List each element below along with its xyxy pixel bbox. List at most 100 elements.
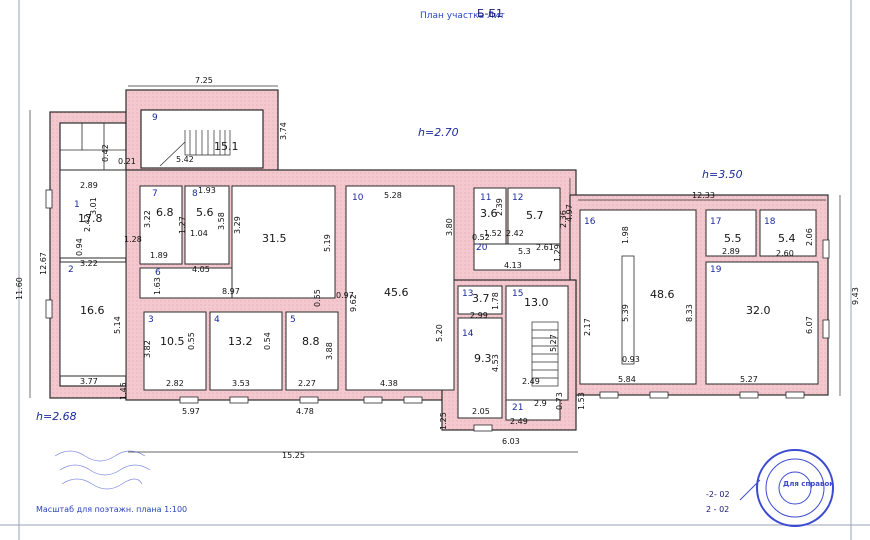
dim: 5.3 — [518, 247, 531, 256]
dim: 4.78 — [296, 407, 314, 416]
room-10-void — [345, 185, 455, 391]
dim: 5.14 — [113, 316, 122, 334]
dim: 2.06 — [805, 228, 814, 246]
dim: 4.13 — [504, 261, 522, 270]
room-18-void — [759, 209, 817, 257]
dim: 5.28 — [384, 191, 402, 200]
room-number-8: 8 — [192, 189, 198, 199]
dim: 2.49 — [522, 377, 540, 386]
dim: 1.28 — [124, 235, 142, 244]
dim: 5.27 — [549, 334, 558, 352]
room-number-14: 14 — [462, 329, 474, 339]
dim: 0.97 — [336, 291, 354, 300]
dim: 1.89 — [150, 251, 168, 260]
room-19-void — [705, 261, 819, 385]
dim: 0.42 — [101, 144, 110, 162]
room-number-15: 15 — [512, 289, 523, 299]
dim: 5.20 — [435, 324, 444, 342]
dim-right-block: 12.33 — [692, 191, 715, 200]
room-number-9: 9 — [152, 113, 158, 123]
dim: 5.84 — [618, 375, 636, 384]
scale-note: Масштаб для поэтажн. плана 1:100 — [36, 505, 187, 514]
room-area-1: 17.8 — [78, 212, 103, 225]
room-area-16: 48.6 — [650, 288, 675, 301]
dim: 2.27 — [298, 379, 316, 388]
dim: 0.94 — [75, 238, 84, 256]
dim: 0.73 — [555, 392, 564, 410]
dim: 1.29 — [553, 244, 562, 262]
room-number-10: 10 — [352, 193, 364, 203]
signature-mark — [739, 479, 761, 501]
dim-right-height: 9.43 — [851, 287, 860, 305]
room-5-void — [285, 311, 339, 391]
dim: 5.27 — [740, 375, 758, 384]
room-area-3: 10.5 — [160, 335, 185, 348]
dim: 0.55 — [313, 289, 322, 307]
room-voids — [59, 169, 819, 421]
dim: 2.89 — [722, 247, 740, 256]
room-number-4: 4 — [214, 315, 220, 325]
room-13-void — [457, 285, 503, 315]
dim: 0.52 — [472, 233, 490, 242]
room-area-11: 3.6 — [480, 207, 498, 220]
dim: 2.42 — [83, 214, 92, 232]
plan-title: План участка Лит — [420, 11, 505, 21]
height-main: h=2.70 — [418, 126, 459, 139]
room-3-void — [143, 311, 207, 391]
room-area-12: 5.7 — [526, 209, 544, 222]
room-number-1: 1 — [74, 200, 80, 210]
dim: 8.33 — [685, 304, 694, 322]
room-area-7: 6.8 — [156, 206, 174, 219]
dim: 3.22 — [143, 210, 152, 228]
dim: 1.93 — [198, 186, 216, 195]
dim: 2.89 — [80, 181, 98, 190]
room-21-void — [505, 399, 561, 421]
room-number-20: 20 — [476, 243, 488, 253]
room-number-5: 5 — [290, 315, 296, 325]
dim: 2.60 — [776, 249, 794, 258]
dim: 3.77 — [80, 377, 98, 386]
room-number-13: 13 — [462, 289, 473, 299]
room-number-19: 19 — [710, 265, 722, 275]
room-14-void — [457, 317, 503, 419]
dim: 5.97 — [182, 407, 200, 416]
room-number-21: 21 — [512, 403, 523, 413]
room-number-16: 16 — [584, 217, 596, 227]
windows — [45, 189, 830, 432]
dim-top-stair: 7.25 — [195, 76, 213, 85]
dim-right-low: 1.53 — [577, 392, 586, 410]
dim: 3.58 — [217, 212, 226, 230]
room-number-3: 3 — [148, 315, 154, 325]
room-number-7: 7 — [152, 189, 158, 199]
dim: 9.62 — [349, 294, 358, 312]
dim-bottom-total: 15.25 — [282, 451, 305, 460]
dimension-lines — [29, 85, 841, 453]
dim: 2.9 — [534, 399, 547, 408]
dim: 2.49 — [510, 417, 528, 426]
dim: 8.97 — [222, 287, 240, 296]
room-number-6: 6 — [155, 268, 161, 278]
dim: 4.53 — [491, 354, 500, 372]
dim: 2.82 — [166, 379, 184, 388]
stamp: Для справок — [756, 449, 834, 527]
room-6-void — [231, 185, 336, 299]
room-area-4: 13.2 — [228, 335, 253, 348]
dim: 2.17 — [583, 318, 592, 336]
dim: 3.53 — [232, 379, 250, 388]
room-area-5: 8.8 — [302, 335, 320, 348]
room-area-13: 3.7 — [472, 292, 490, 305]
dim-left-low: 1.45 — [119, 382, 128, 400]
room-1-void — [59, 169, 127, 259]
dim-stair-side: 3.74 — [279, 122, 288, 140]
room-number-2: 2 — [68, 265, 74, 275]
room-area-15: 13.0 — [524, 296, 549, 309]
room-16-void — [579, 209, 697, 385]
dim: 3.82 — [143, 340, 152, 358]
column-16 — [621, 255, 635, 365]
height-left: h=2.68 — [36, 410, 77, 423]
stair-15 — [531, 321, 559, 387]
dim: 4.05 — [192, 265, 210, 274]
room-number-11: 11 — [480, 193, 491, 203]
dim: 3.01 — [89, 197, 98, 215]
